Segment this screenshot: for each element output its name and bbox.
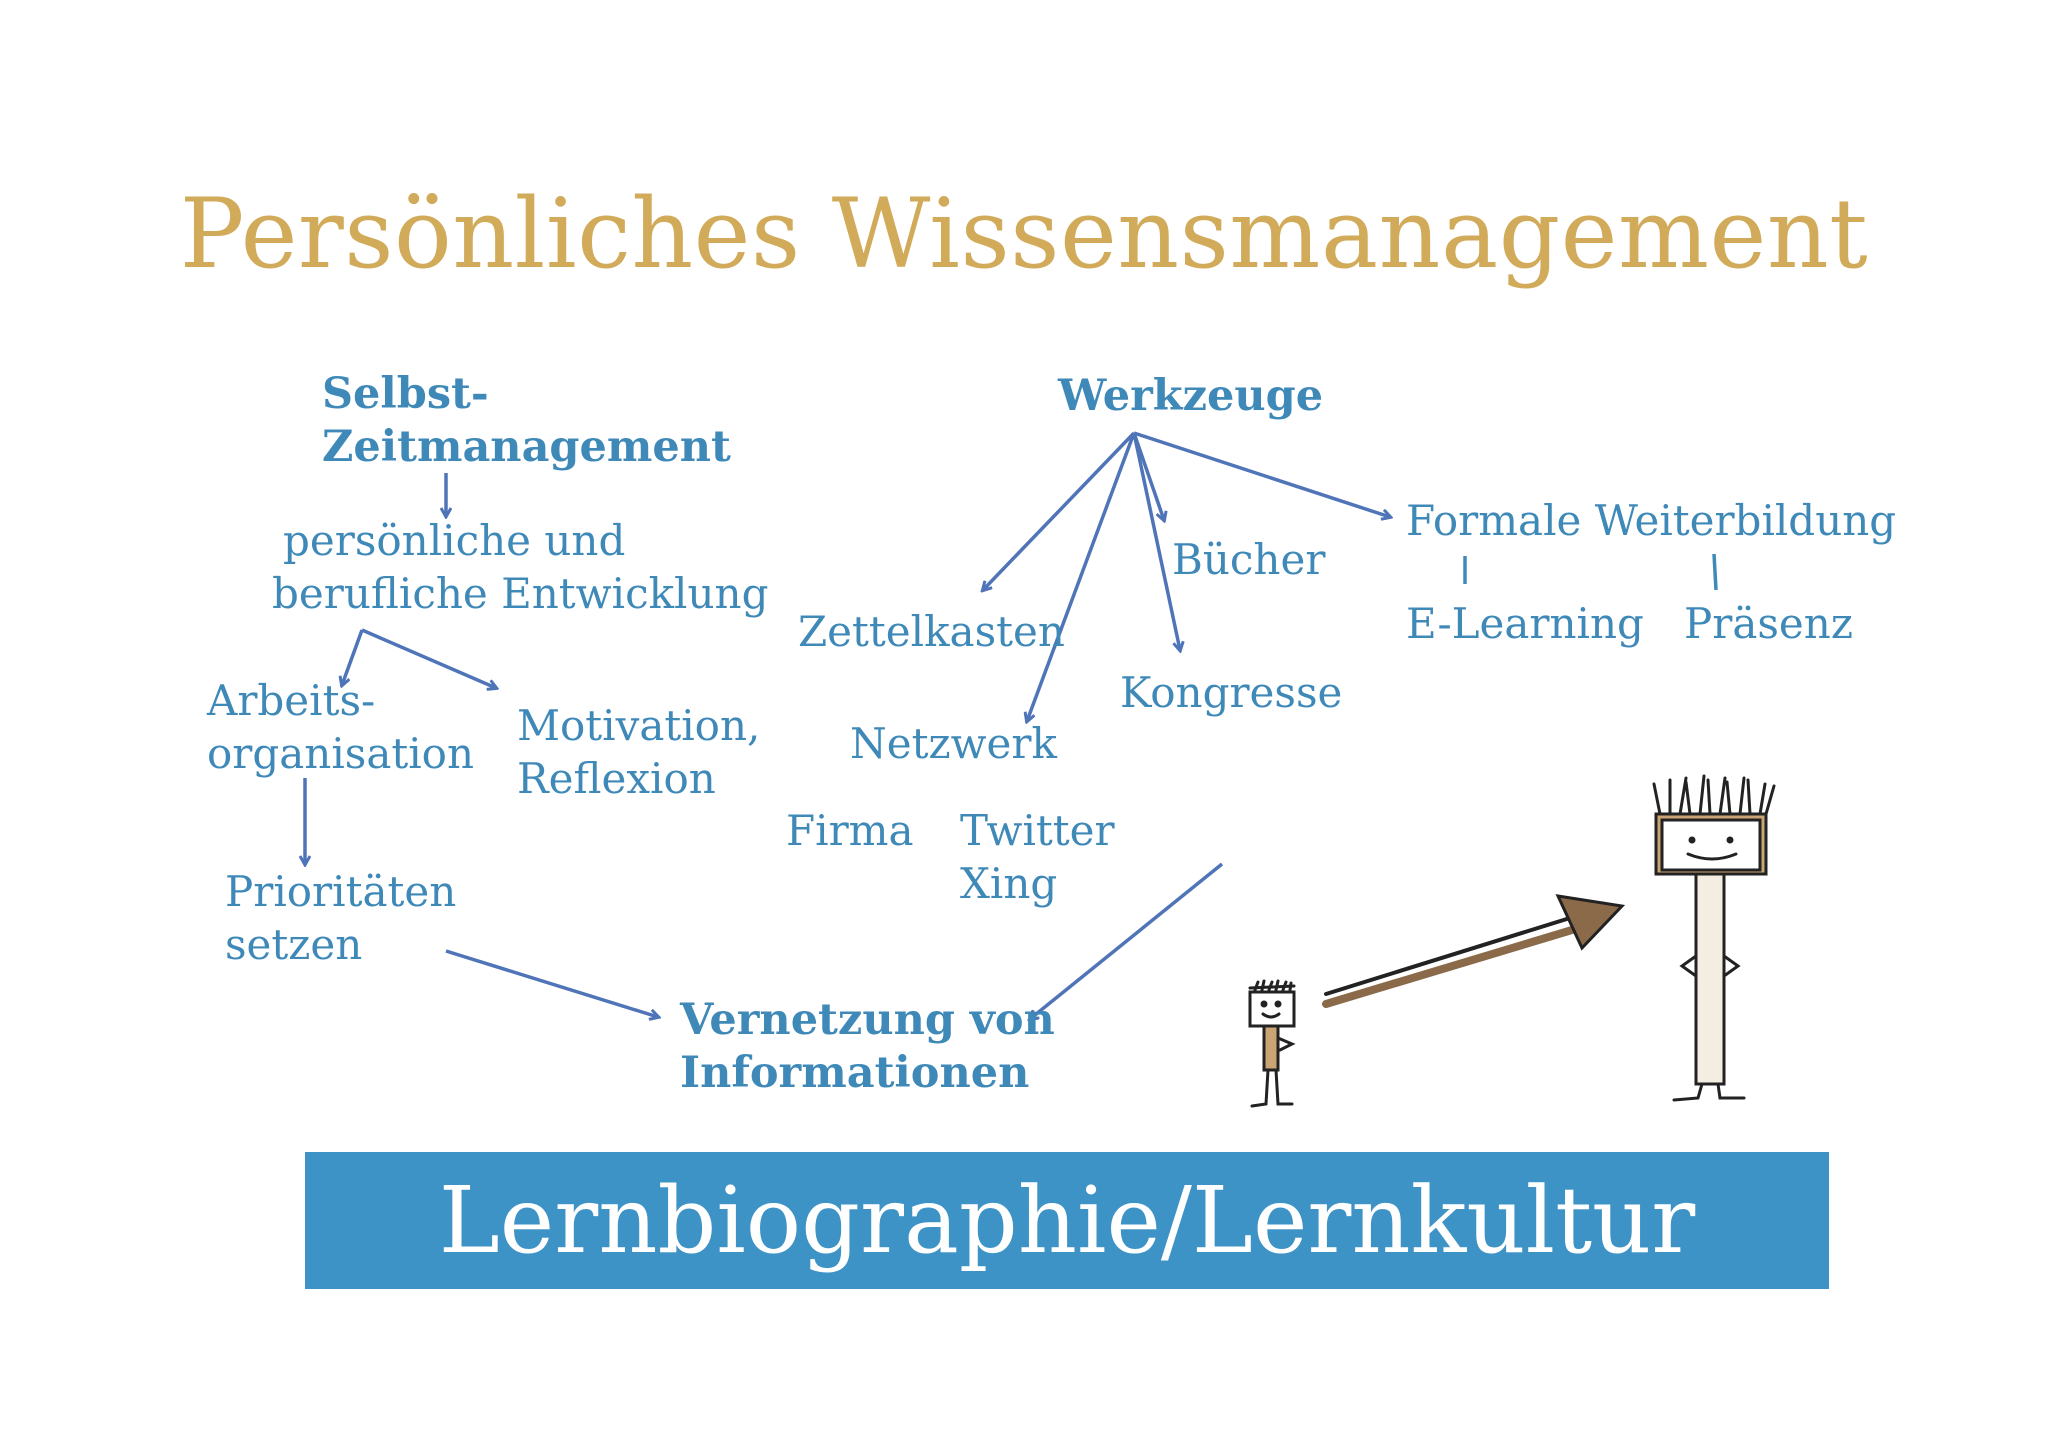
arrow-entwicklung-to-motivation (361, 628, 496, 688)
selbst-zeitmanagement-heading: Selbst- Zeitmanagement (322, 368, 731, 474)
arrow-tools-to-vernetzung (1030, 862, 1224, 1019)
growth-figures-icon (1248, 774, 1776, 1108)
node-line: persönliche und (283, 516, 626, 565)
node-line: berufliche Entwicklung (272, 569, 769, 618)
entwicklung-node: persönliche und berufliche Entwicklung (272, 514, 768, 620)
praesenz-node: Präsenz (1684, 599, 1853, 648)
page-title: Persönliches Wissensmanagement (179, 178, 1869, 290)
node-line: organisation (207, 729, 475, 778)
e-learning-node: E-Learning (1406, 599, 1644, 648)
werkzeuge-heading: Werkzeuge (1058, 371, 1324, 421)
node-line: setzen (225, 920, 363, 969)
node-line: Twitter (960, 806, 1115, 855)
arrow-werkzeuge-to-zettelkasten (983, 431, 1136, 590)
connector-formal-praesenz (1712, 553, 1718, 591)
arrow-entwicklung-to-organisation (342, 629, 364, 685)
prioritaeten-node: Prioritäten setzen (225, 865, 456, 971)
vernetzung-node: Vernetzung von Informationen (680, 994, 1055, 1100)
firma-node: Firma (786, 806, 914, 855)
arrow-werkzeuge-to-kongresse (1132, 432, 1180, 650)
arrow-werkzeuge-to-netzwerk (1027, 432, 1136, 721)
node-line: Arbeits- (207, 676, 376, 725)
twitter-xing-node: Twitter Xing (960, 804, 1115, 910)
heading-line: Zeitmanagement (322, 422, 731, 472)
kongresse-node: Kongresse (1120, 668, 1343, 717)
netzwerk-node: Netzwerk (850, 719, 1057, 768)
heading-line: Selbst- (322, 369, 489, 419)
buecher-node: Bücher (1172, 535, 1326, 584)
arbeitsorganisation-node: Arbeits- organisation (207, 674, 474, 780)
arrow-werkzeuge-to-buecher (1132, 432, 1164, 520)
node-line: Vernetzung von (680, 995, 1055, 1045)
node-line: Prioritäten (225, 867, 457, 916)
arrow-werkzeuge-to-formal (1133, 431, 1390, 517)
formale-weiterbildung-node: Formale Weiterbildung (1406, 496, 1897, 545)
node-line: Informationen (680, 1048, 1030, 1098)
zettelkasten-node: Zettelkasten (798, 607, 1065, 656)
banner-text: Lernbiographie/Lernkultur (438, 1167, 1696, 1274)
arrow-prioritaeten-to-vernetzung (445, 949, 658, 1017)
node-line: Xing (960, 859, 1058, 908)
node-line: Motivation, (517, 701, 761, 750)
motivation-node: Motivation, Reflexion (517, 699, 760, 805)
node-line: Reflexion (517, 754, 716, 803)
lernbiographie-banner: Lernbiographie/Lernkultur (305, 1152, 1829, 1289)
